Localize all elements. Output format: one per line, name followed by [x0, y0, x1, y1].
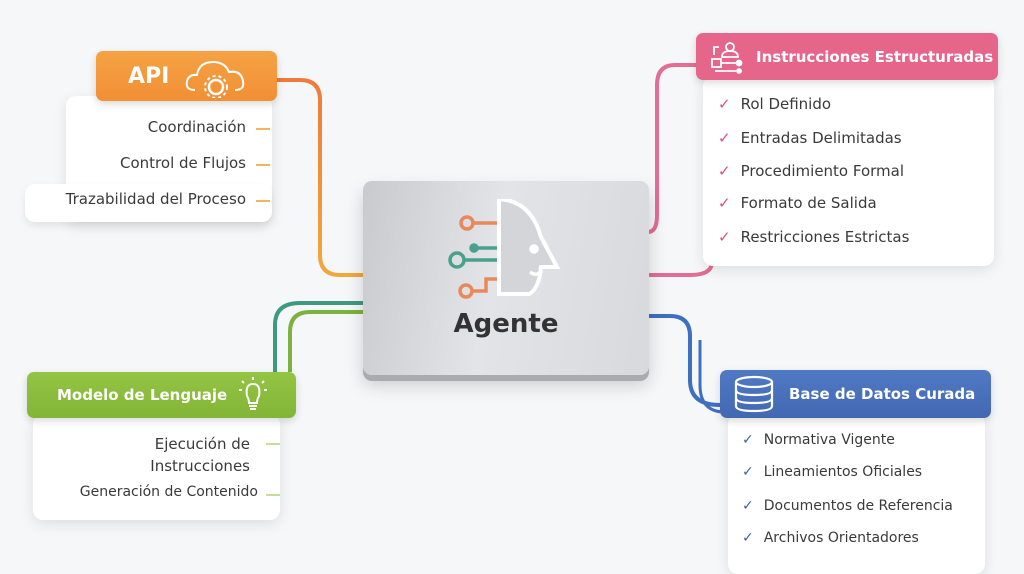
base-item-label: Normativa Vigente — [763, 432, 895, 448]
api-dash — [256, 164, 270, 166]
lightbulb-icon — [239, 377, 268, 410]
base-item: ✓ Documentos de Referencia — [742, 498, 953, 514]
base-item-label: Documentos de Referencia — [763, 498, 953, 514]
connector-instrucciones-2 — [648, 261, 714, 277]
connector-base — [648, 314, 721, 407]
base-item: ✓ Archivos Orientadores — [742, 530, 919, 546]
agent-label: Agente — [453, 309, 559, 339]
modelo-dash — [266, 443, 280, 445]
api-dash — [256, 128, 270, 130]
api-item: Trazabilidad del Proceso — [65, 190, 246, 208]
instrucciones-item-label: Restricciones Estrictas — [740, 228, 910, 246]
connector-base-2 — [698, 340, 723, 414]
base-item: ✓ Lineamientos Oficiales — [742, 464, 922, 480]
instrucciones-item-label: Rol Definido — [740, 95, 832, 113]
user-flow-icon — [711, 41, 743, 74]
base-card — [728, 414, 985, 574]
check-icon: ✓ — [718, 129, 731, 147]
base-item-label: Lineamientos Oficiales — [763, 464, 923, 480]
base-header: Base de Datos Curada — [720, 370, 991, 418]
modelo-dash — [266, 494, 280, 496]
agent-head-circuit-icon — [448, 199, 561, 299]
api-dash — [256, 200, 270, 202]
connector-instrucciones — [647, 63, 696, 234]
instrucciones-item-label: Procedimiento Formal — [740, 162, 905, 180]
instrucciones-item: ✓ Formato de Salida — [718, 194, 877, 212]
api-item: Control de Flujos — [120, 154, 246, 172]
instrucciones-card — [703, 76, 994, 266]
modelo-header: Modelo de Lenguaje — [27, 372, 296, 418]
check-icon: ✓ — [742, 530, 754, 546]
instrucciones-item-label: Formato de Salida — [740, 194, 877, 212]
base-item: ✓ Normativa Vigente — [742, 432, 895, 448]
check-icon: ✓ — [742, 432, 754, 448]
check-icon: ✓ — [718, 228, 731, 246]
modelo-card — [33, 414, 280, 520]
check-icon: ✓ — [742, 498, 754, 514]
modelo-item: Generación de Contenido — [79, 484, 258, 500]
base-item-label: Archivos Orientadores — [763, 530, 919, 546]
check-icon: ✓ — [718, 162, 731, 180]
check-icon: ✓ — [718, 95, 731, 113]
check-icon: ✓ — [718, 194, 731, 212]
instrucciones-item: ✓ Entradas Delimitadas — [718, 129, 902, 147]
instrucciones-item: ✓ Procedimiento Formal — [718, 162, 904, 180]
instrucciones-title: Instrucciones Estructuradas — [756, 47, 994, 66]
modelo-title: Modelo de Lenguaje — [57, 386, 228, 404]
api-card-tab — [25, 184, 272, 222]
instrucciones-item: ✓ Restricciones Estrictas — [718, 228, 909, 246]
instrucciones-item-label: Entradas Delimitadas — [740, 129, 902, 147]
database-icon — [734, 375, 774, 413]
connector-api — [277, 78, 365, 277]
connector-modelo-2 — [288, 310, 365, 372]
base-title: Base de Datos Curada — [789, 385, 976, 403]
api-title: API — [128, 63, 170, 89]
check-icon: ✓ — [742, 464, 754, 480]
agent-node[interactable]: Agente — [363, 181, 649, 375]
api-item: Coordinación — [147, 118, 246, 136]
cloud-gear-icon — [186, 60, 245, 98]
modelo-item: Ejecución de Instrucciones — [150, 435, 250, 475]
instrucciones-header: Instrucciones Estructuradas — [696, 33, 998, 80]
connectors — [273, 63, 723, 414]
api-header: API — [96, 51, 277, 101]
connector-modelo — [273, 301, 365, 372]
instrucciones-item: ✓ Rol Definido — [718, 95, 831, 113]
